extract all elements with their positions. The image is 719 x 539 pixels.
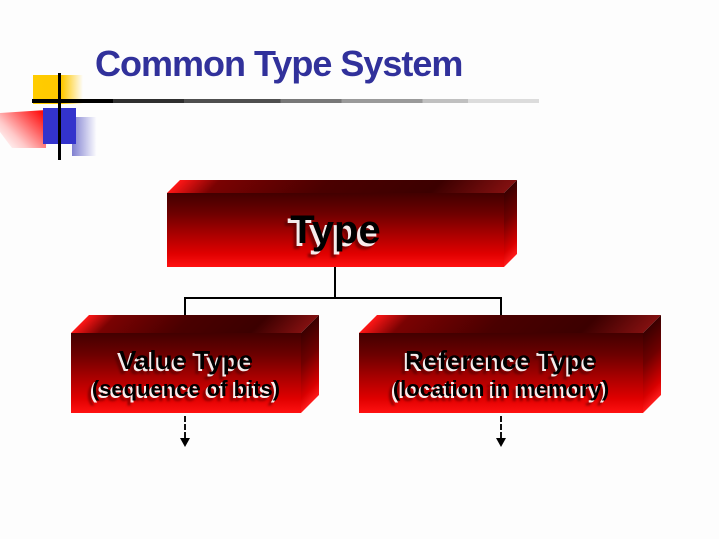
type-box-top-face — [167, 180, 517, 193]
type-box: Type — [167, 180, 517, 267]
reference-type-box-front-face: Reference Type (location in memory) — [359, 333, 643, 413]
value-type-box-side-face — [301, 315, 319, 413]
connector-left-drop — [184, 297, 186, 317]
type-box-front-face: Type — [167, 193, 504, 267]
page-title: Common Type System — [95, 43, 463, 84]
title-rule — [32, 99, 539, 103]
connector-right-drop — [500, 297, 502, 317]
type-box-label: Type — [290, 208, 381, 252]
down-arrow-icon — [496, 438, 506, 447]
reference-type-box-top-face — [359, 315, 661, 333]
value-type-arrow — [180, 416, 190, 447]
value-type-arrow-dashes — [184, 416, 186, 438]
reference-type-box-side-face — [643, 315, 661, 413]
value-type-sublabel: (sequence of bits) — [91, 375, 281, 401]
reference-type-sublabel: (location in memory) — [392, 375, 610, 401]
value-type-label: Value Type — [119, 344, 253, 375]
value-type-box-top-face — [71, 315, 319, 333]
decor-red-shape — [0, 110, 46, 148]
reference-type-arrow — [496, 416, 506, 447]
type-box-side-face — [504, 180, 517, 267]
reference-type-label: Reference Type — [405, 344, 597, 375]
decor-crosshair-vertical — [58, 73, 61, 160]
connector-bus — [184, 297, 502, 299]
decor-lightblue-square — [72, 117, 97, 156]
value-type-box: Value Type (sequence of bits) — [71, 315, 319, 413]
down-arrow-icon — [180, 438, 190, 447]
reference-type-box: Reference Type (location in memory) — [359, 315, 661, 413]
value-type-box-front-face: Value Type (sequence of bits) — [71, 333, 301, 413]
connector-root-stem — [334, 267, 336, 298]
reference-type-arrow-dashes — [500, 416, 502, 438]
